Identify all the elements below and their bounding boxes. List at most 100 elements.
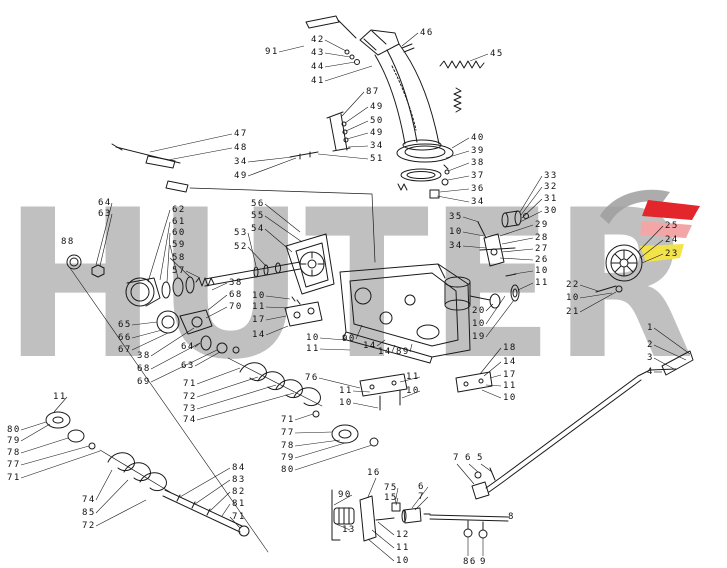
leader-line	[517, 282, 534, 291]
chute-ring-stroke	[397, 183, 408, 191]
part-callout-label: 14	[378, 347, 392, 357]
part-callout-label: 7	[418, 492, 425, 502]
part-callout-label: 39	[471, 146, 485, 156]
part-callout-label: 11	[406, 372, 420, 382]
leader-line	[637, 225, 664, 253]
discharge-chute-stroke	[391, 65, 417, 131]
part-callout-label: 84	[232, 463, 246, 473]
part-callout-label: 65	[118, 320, 132, 330]
gearbox-assembly-stroke	[66, 254, 82, 270]
discharge-chute-stroke	[386, 49, 418, 143]
discharge-chute-stroke	[402, 139, 442, 151]
part-callout-label: 11	[306, 344, 320, 354]
worm-gear-stroke	[232, 346, 240, 354]
auger-blades-left-stroke	[162, 489, 243, 533]
leader-line	[294, 431, 333, 434]
control-rod-stroke	[661, 350, 694, 376]
leader-line	[451, 137, 470, 149]
leader-line	[485, 303, 494, 312]
leader-line	[579, 291, 617, 313]
part-callout-label: 69	[137, 377, 151, 387]
leader-line	[401, 390, 421, 399]
part-callout-label: 78	[281, 441, 295, 451]
leader-line	[520, 186, 543, 216]
leader-line	[319, 337, 346, 341]
part-callout-label: 55	[251, 211, 265, 221]
chute-springs-stroke	[453, 87, 462, 113]
auger-blades-right-stroke	[369, 437, 379, 447]
control-rod-stroke	[474, 471, 482, 479]
discharge-chute-stroke	[363, 30, 387, 51]
impeller-bearing-stroke	[489, 293, 501, 309]
auger-blades-left-stroke	[52, 416, 64, 424]
chute-springs-stroke	[354, 59, 360, 65]
leader-line	[414, 496, 429, 511]
leader-line	[447, 162, 470, 172]
part-callout-label: 34	[234, 157, 248, 167]
part-callout-label: 31	[544, 194, 558, 204]
part-callout-label: 34	[471, 197, 485, 207]
leader-line	[347, 145, 369, 148]
shift-linkage-stroke	[338, 507, 350, 525]
chute-crank-bracket	[289, 111, 351, 160]
part-callout-label: 49	[370, 102, 384, 112]
part-callout-label: 12	[396, 530, 410, 540]
part-callout-label: 61	[172, 217, 186, 227]
leader-line	[394, 487, 399, 504]
chute-control-rod-stroke	[189, 187, 376, 263]
leader-line	[641, 253, 664, 264]
leader-line	[346, 132, 369, 140]
leader-line	[367, 538, 395, 562]
chute-ring	[396, 143, 454, 199]
chute-crank-bracket-stroke	[341, 121, 347, 127]
part-callout-label: 17	[252, 315, 266, 325]
impeller-fan-bracket-stroke	[285, 233, 335, 295]
part-callout-label: 71	[232, 512, 246, 522]
part-callout-label: 11	[252, 302, 266, 312]
part-callout-label: 10	[503, 393, 517, 403]
leader-line	[501, 237, 534, 245]
leader-line	[99, 213, 113, 267]
leader-line	[376, 339, 386, 347]
part-callout-label: 10	[396, 556, 410, 566]
gearbox-assembly-stroke	[69, 257, 79, 267]
auger-blades-left-stroke	[67, 429, 85, 443]
leader-line	[653, 344, 687, 361]
worm-gear-stroke	[179, 309, 213, 335]
leader-line	[489, 374, 502, 379]
auger-blades-left-stroke	[176, 494, 211, 516]
part-callout-label: 62	[172, 205, 186, 215]
auger-blades-left	[45, 267, 269, 553]
leader-line	[324, 52, 351, 58]
part-callout-label: 51	[370, 154, 384, 164]
part-callout-label: 91	[265, 47, 279, 57]
chute-springs	[344, 43, 485, 113]
leader-line	[95, 479, 129, 514]
leader-line	[335, 523, 351, 531]
part-callout-label: 8	[508, 512, 515, 522]
leader-line	[20, 421, 47, 431]
leader-line	[20, 445, 90, 466]
belt-cover-stroke	[284, 301, 323, 327]
shift-linkage-stroke	[403, 507, 422, 524]
belt-cover	[284, 296, 323, 327]
part-callout-label: 78	[7, 448, 21, 458]
leader-line	[579, 284, 599, 292]
part-callout-label: 36	[471, 184, 485, 194]
leader-line	[481, 389, 502, 399]
leader-line	[352, 390, 371, 393]
auger-blades-right-stroke	[257, 371, 285, 391]
discharge-chute-stroke	[359, 29, 400, 56]
chute-ring-stroke	[406, 171, 436, 179]
leader-line	[468, 463, 479, 473]
leader-line	[456, 463, 475, 485]
pulley-stack-stroke	[504, 210, 519, 228]
leader-line	[131, 329, 163, 339]
part-callout-label: 14	[503, 357, 517, 367]
discharge-chute-stroke	[337, 19, 357, 39]
part-callout-label: 27	[535, 244, 549, 254]
part-callout-label: 10	[449, 227, 463, 237]
belt-cover-stroke	[293, 311, 301, 319]
leader-line	[483, 361, 502, 377]
